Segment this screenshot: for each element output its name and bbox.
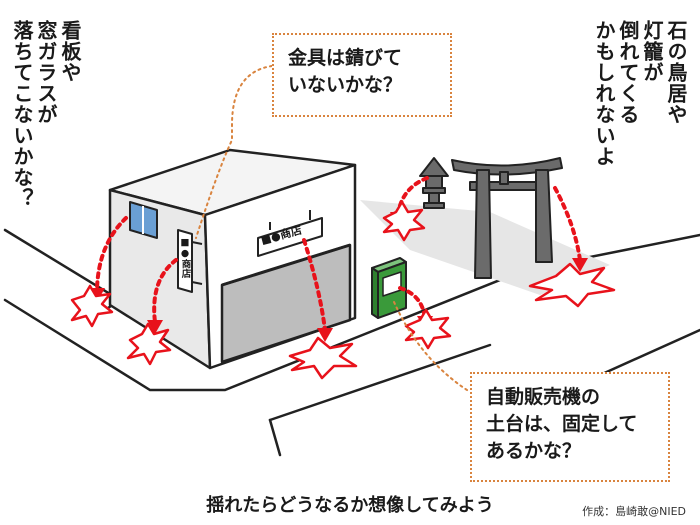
shop-side-sign-text: ■●商店 [180,237,192,279]
warning-arrow-icon [152,258,178,324]
impact-burst-icon [528,262,616,308]
side-signboard [177,229,193,293]
impact-burst-icon [382,200,426,242]
caption: 揺れたらどうなるか想像してみよう [206,495,494,516]
warning-arrow-icon [302,238,327,332]
front-signboard [257,217,323,257]
callout-metal-fittings: 金具は錆びて いないかな？ [272,33,452,117]
impact-burst-icon [70,284,114,328]
building [108,148,357,370]
credit: 作成：島崎敢@NIED [582,505,686,518]
callout-torii-lantern: 石の鳥居や 灯籠が 倒れてくる かもしれないよ [592,20,688,167]
stone-lantern [419,157,449,209]
torii-gate [451,157,563,279]
vending-machine [371,257,407,319]
warning-arrow-icon [553,186,582,262]
leader-lines [195,65,471,393]
impact-burst-icon [404,308,452,350]
impact-burst-icon [288,336,358,380]
impact-bursts [70,200,616,380]
callout-vending-base: 自動販売機の 土台は、固定して あるかな？ [470,372,670,482]
impact-burst-icon [126,322,172,366]
callout-signboard-window: 看板や 窓ガラスが 落ちてこないかな？ [10,20,82,209]
warning-arrow-icon [95,216,128,292]
